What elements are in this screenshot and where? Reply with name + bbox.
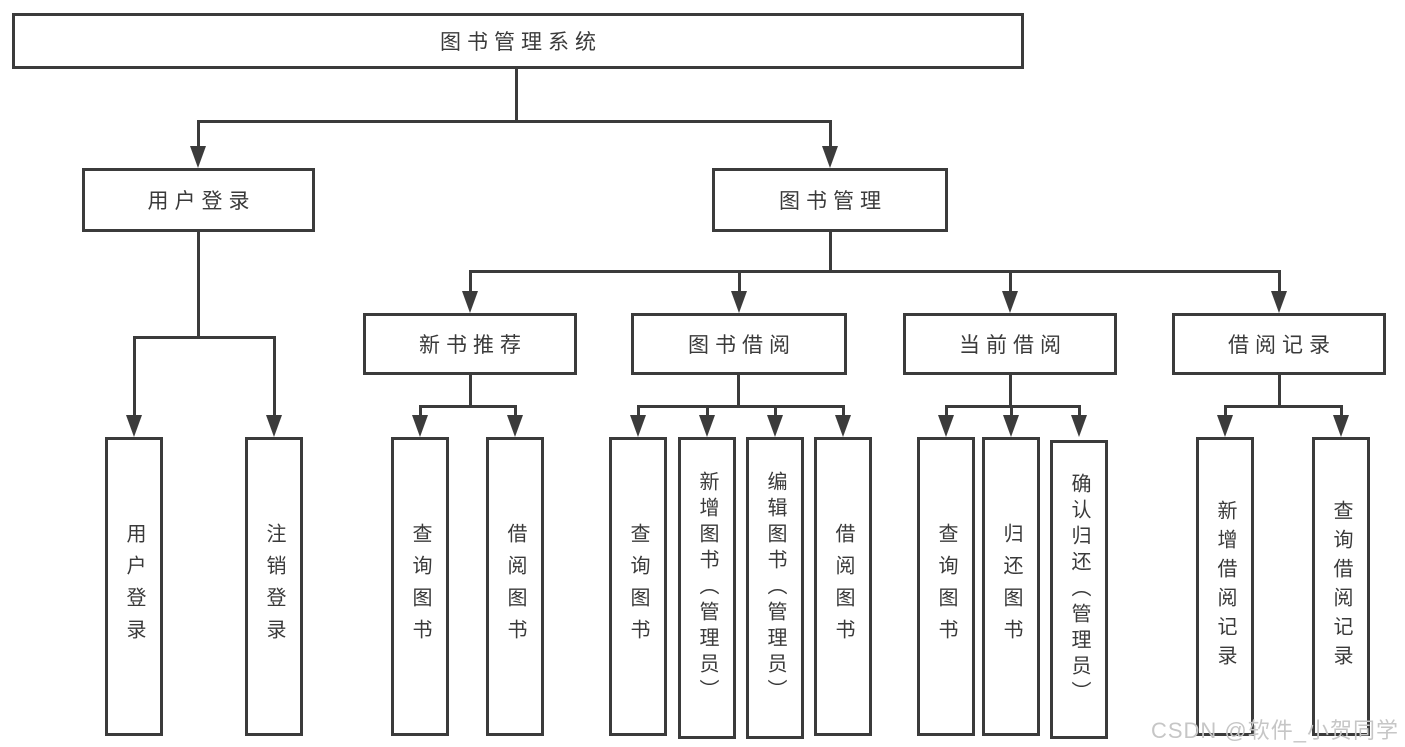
node-current-borrow: 当前借阅 <box>903 313 1117 375</box>
connector-vline <box>197 120 200 146</box>
connector-vline <box>945 405 948 415</box>
connector-vline <box>1078 405 1081 415</box>
connector-hline <box>469 270 1280 273</box>
arrowhead-down-icon <box>767 415 783 437</box>
node-cb-query-books: 查询图书 <box>917 437 975 736</box>
node-rec-query-books: 查询图书 <box>391 437 449 736</box>
arrowhead-down-icon <box>630 415 646 437</box>
connector-vline <box>273 336 276 415</box>
connector-vline <box>469 375 472 408</box>
watermark: CSDN @软件_小贺同学 <box>1150 718 1399 743</box>
node-bb-borrow-books: 借阅图书 <box>814 437 872 736</box>
connector-hline <box>637 405 844 408</box>
connector-vline <box>774 405 777 415</box>
connector-vline <box>1010 405 1013 415</box>
arrowhead-down-icon <box>731 291 747 313</box>
connector-vline <box>197 232 200 339</box>
node-borrow-records: 借阅记录 <box>1172 313 1386 375</box>
connector-hline <box>133 336 275 339</box>
connector-vline <box>469 270 472 291</box>
connector-vline <box>842 405 845 415</box>
arrowhead-down-icon <box>938 415 954 437</box>
arrowhead-down-icon <box>835 415 851 437</box>
arrowhead-down-icon <box>507 415 523 437</box>
arrowhead-down-icon <box>190 146 206 168</box>
arrowhead-down-icon <box>1002 291 1018 313</box>
connector-vline <box>1278 375 1281 408</box>
node-root: 图书管理系统 <box>12 13 1024 69</box>
node-book-borrow: 图书借阅 <box>631 313 847 375</box>
node-br-query-record: 查询借阅记录 <box>1312 437 1370 736</box>
node-bb-query-books: 查询图书 <box>609 437 667 736</box>
node-login: 用户登录 <box>105 437 163 736</box>
connector-vline <box>829 120 832 146</box>
connector-vline <box>738 270 741 291</box>
connector-vline <box>515 69 518 123</box>
connector-vline <box>737 375 740 408</box>
connector-vline <box>637 405 640 415</box>
arrowhead-down-icon <box>699 415 715 437</box>
node-bb-add-books-admin: 新增图书（管理员） <box>678 437 736 739</box>
connector-vline <box>829 232 832 273</box>
connector-hline <box>1224 405 1342 408</box>
arrowhead-down-icon <box>1071 415 1087 437</box>
node-bb-edit-books-admin: 编辑图书（管理员） <box>746 437 804 739</box>
arrowhead-down-icon <box>1271 291 1287 313</box>
arrowhead-down-icon <box>1217 415 1233 437</box>
connector-vline <box>1340 405 1343 415</box>
node-rec-borrow-books: 借阅图书 <box>486 437 544 736</box>
node-book-management: 图书管理 <box>712 168 948 232</box>
arrowhead-down-icon <box>266 415 282 437</box>
connector-vline <box>133 336 136 415</box>
arrowhead-down-icon <box>126 415 142 437</box>
connector-vline <box>1009 270 1012 291</box>
connector-vline <box>1224 405 1227 415</box>
node-new-book-recommend: 新书推荐 <box>363 313 577 375</box>
arrowhead-down-icon <box>822 146 838 168</box>
connector-vline <box>706 405 709 415</box>
connector-vline <box>419 405 422 415</box>
connector-hline <box>197 120 831 123</box>
arrowhead-down-icon <box>462 291 478 313</box>
node-cb-return-books: 归还图书 <box>982 437 1040 736</box>
node-logout: 注销登录 <box>245 437 303 736</box>
connector-vline <box>514 405 517 415</box>
connector-hline <box>419 405 516 408</box>
arrowhead-down-icon <box>1003 415 1019 437</box>
node-cb-confirm-return-admin: 确认归还（管理员） <box>1050 440 1108 739</box>
node-user-login: 用户登录 <box>82 168 315 232</box>
connector-vline <box>1278 270 1281 291</box>
arrowhead-down-icon <box>412 415 428 437</box>
node-br-add-record: 新增借阅记录 <box>1196 437 1254 736</box>
connector-vline <box>1009 375 1012 408</box>
arrowhead-down-icon <box>1333 415 1349 437</box>
